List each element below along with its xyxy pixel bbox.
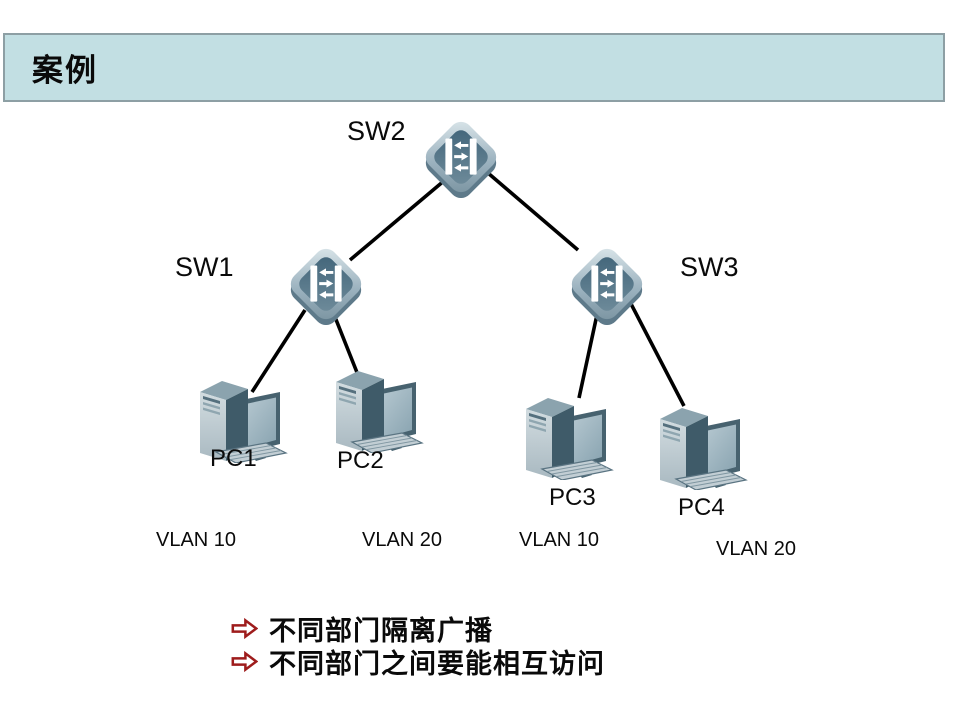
link-sw2-sw3 [486, 171, 580, 252]
label-pc2: PC2 [337, 447, 384, 474]
label-pc3: PC3 [549, 484, 596, 511]
bullet-text-1: 不同部门隔离广播 [269, 616, 493, 646]
vlan-label-pc3: VLAN 10 [519, 529, 600, 551]
pc-icon-pc3 [525, 397, 613, 480]
red-arrow-shape [231, 617, 258, 640]
vlan-label-pc4: VLAN 20 [716, 538, 797, 560]
vlan-label-pc2: VLAN 20 [362, 529, 443, 551]
red-arrow-icon [231, 650, 258, 673]
link-sw3-pc3 [577, 309, 600, 399]
switch-icon-sw3 [566, 245, 648, 325]
bullet-list: 不同部门隔离广播 不同部门之间要能相互访问 [231, 612, 605, 679]
bullet-text-2: 不同部门之间要能相互访问 [269, 649, 605, 679]
page-title: 案例 [32, 53, 98, 88]
label-pc4: PC4 [678, 494, 725, 521]
slide-title-bar: 案例 [3, 33, 945, 102]
diagram-artwork [199, 118, 747, 490]
link-sw3-pc4 [627, 299, 686, 407]
bullet-item-1: 不同部门隔离广播 [231, 612, 605, 646]
network-diagram [0, 100, 960, 600]
label-sw2: SW2 [347, 116, 406, 146]
label-sw3: SW3 [680, 252, 739, 282]
label-pc1: PC1 [210, 445, 257, 472]
link-lines [250, 171, 686, 407]
bullet-item-2: 不同部门之间要能相互访问 [231, 645, 605, 679]
red-arrow-icon [231, 617, 258, 640]
link-sw2-sw1 [348, 178, 447, 262]
label-sw1: SW1 [175, 252, 234, 282]
red-arrow-shape [231, 650, 258, 673]
link-sw1-pc1 [250, 309, 307, 393]
pc-icon-pc4 [659, 407, 747, 490]
pc-icon-pc2 [335, 370, 423, 453]
vlan-label-pc1: VLAN 10 [156, 529, 237, 551]
link-sw1-pc2 [331, 311, 360, 376]
